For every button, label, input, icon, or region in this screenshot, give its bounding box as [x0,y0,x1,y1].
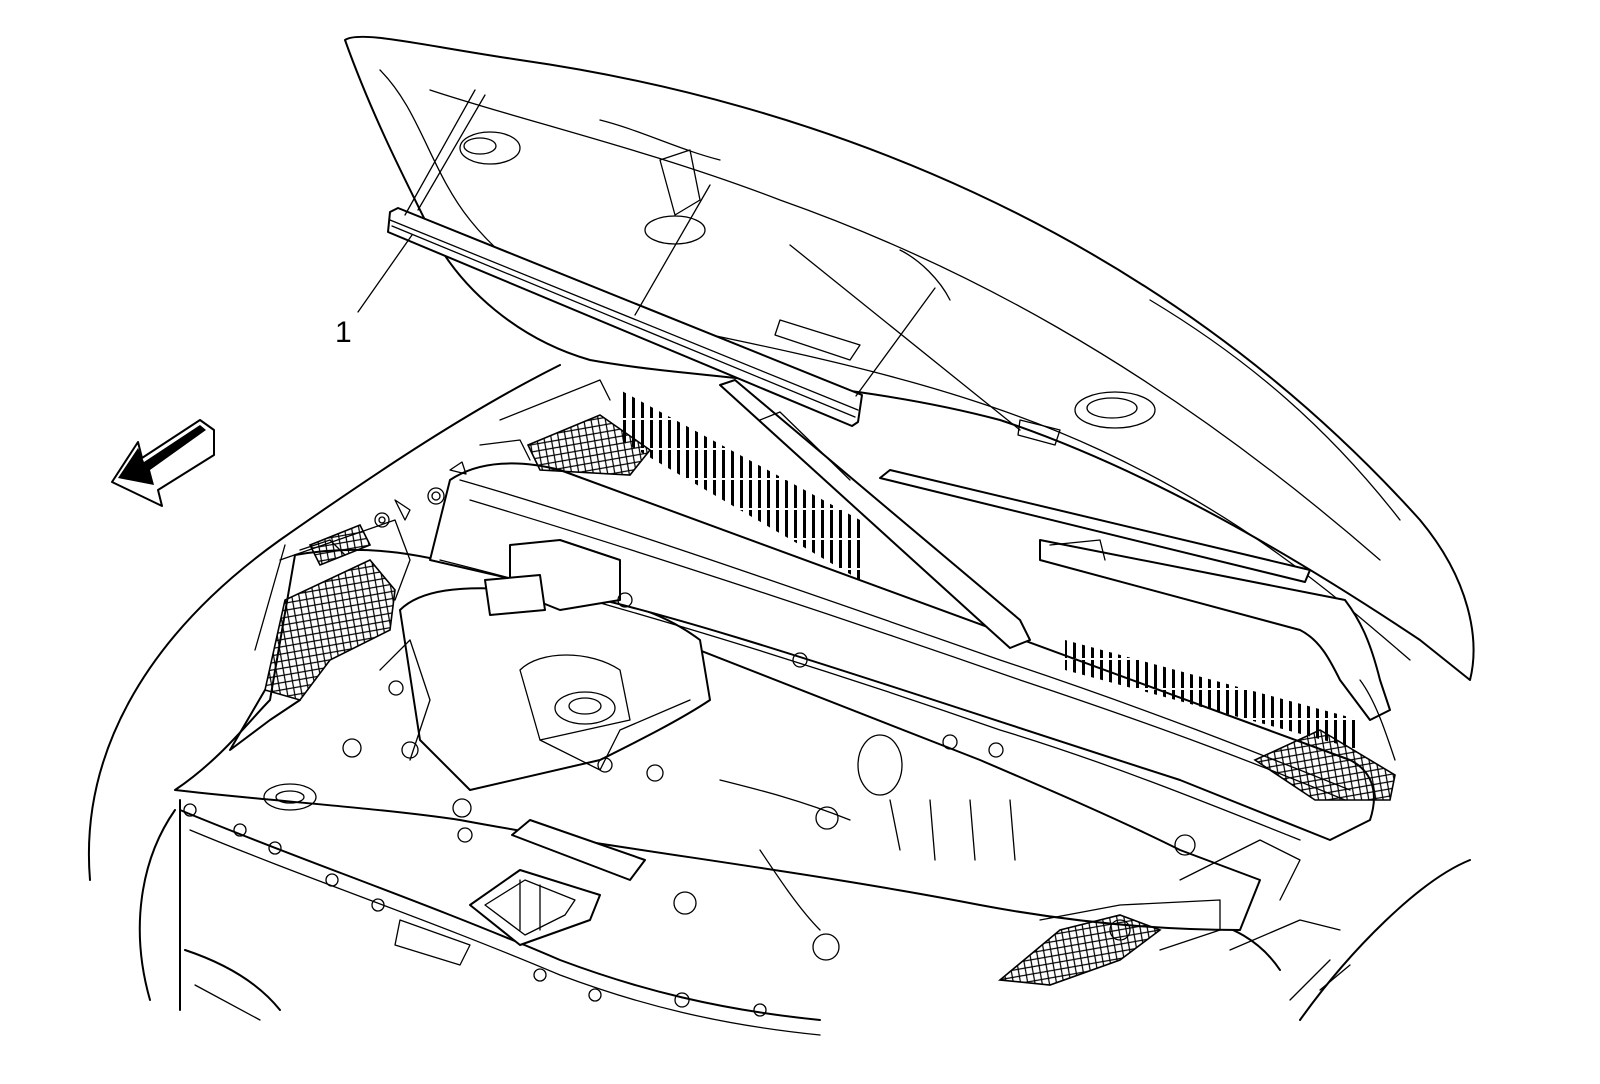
hood-panel [344,35,1475,681]
cowl-panel [429,379,1396,986]
hood-seal-strip [387,89,936,427]
left-headlamp-area [229,519,411,751]
front-direction-arrow-icon [111,419,215,507]
left-bracket-details [299,379,611,556]
callout-1-leader [357,234,413,313]
vehicle-body [88,364,1471,1021]
callout-1: 1 [335,234,413,349]
callout-1-label: 1 [335,316,352,349]
